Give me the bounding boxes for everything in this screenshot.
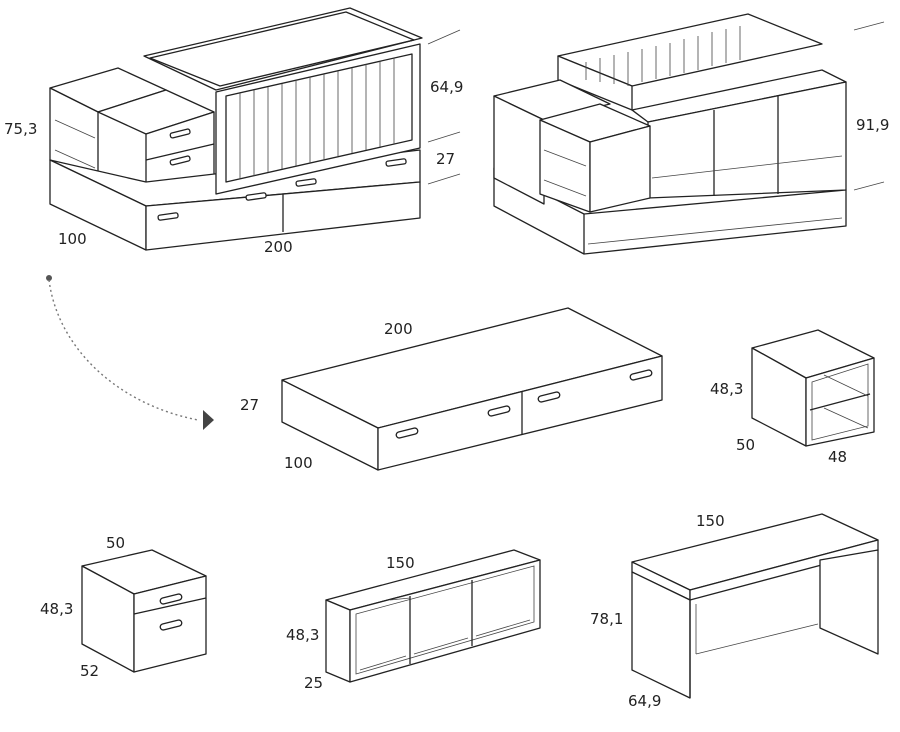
wall-shelf: 150 48,3 25 <box>286 549 541 692</box>
nightstand-width-label: 50 <box>106 534 125 552</box>
desk-depth-label: 64,9 <box>628 692 661 710</box>
crib-rail-height-label: 64,9 <box>430 78 463 96</box>
crib-slats <box>239 58 395 179</box>
crib-length-label: 200 <box>264 238 293 256</box>
crib-base-height-label: 27 <box>436 150 455 168</box>
small-shelf-cube: 48,3 50 48 <box>710 329 875 466</box>
desk-length-label: 150 <box>696 512 725 530</box>
shelf-cube-depth-label: 50 <box>736 436 755 454</box>
wall-shelf-depth-label: 25 <box>304 674 323 692</box>
crib-depth-label: 100 <box>58 230 87 248</box>
bed-length-label: 200 <box>384 320 413 338</box>
wall-shelf-length-label: 150 <box>386 554 415 572</box>
back-slats <box>585 26 741 86</box>
bed-depth-label: 100 <box>284 454 313 472</box>
crib-assembled: 75,3 100 200 64,9 27 <box>4 7 463 256</box>
nightstand: 50 48,3 52 <box>40 534 207 680</box>
shelf-cube-width-label: 48 <box>828 448 847 466</box>
wall-shelf-height-label: 48,3 <box>286 626 319 644</box>
dotted-curved-arrow-icon <box>46 275 214 430</box>
shelf-cube-height-label: 48,3 <box>710 380 743 398</box>
bed-base: 200 27 100 <box>240 307 663 472</box>
crib-expanded: 91,9 <box>493 13 889 255</box>
nightstand-height-label: 48,3 <box>40 600 73 618</box>
nightstand-depth-label: 52 <box>80 662 99 680</box>
crib-height-label: 75,3 <box>4 120 37 138</box>
bed-height-label: 27 <box>240 396 259 414</box>
desk: 150 78,1 64,9 <box>590 512 879 710</box>
desk-height-label: 78,1 <box>590 610 623 628</box>
expanded-height-label: 91,9 <box>856 116 889 134</box>
